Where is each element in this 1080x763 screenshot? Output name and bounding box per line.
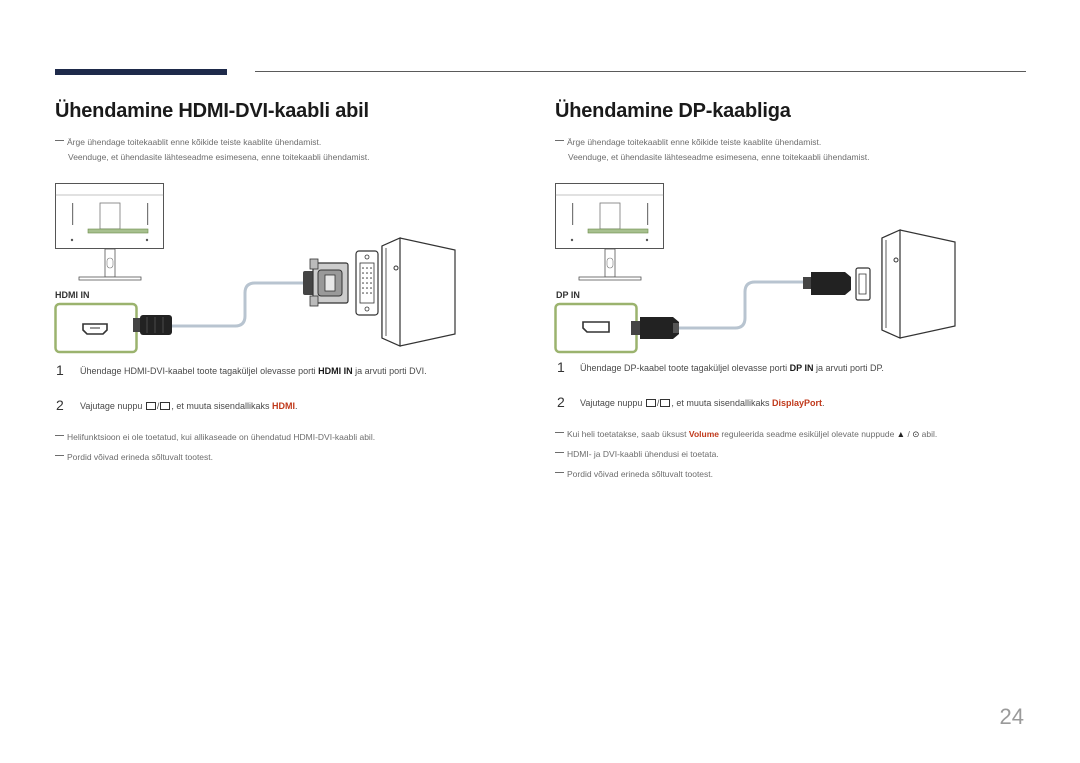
- section-title-dp: Ühendamine DP-kaabliga: [555, 100, 791, 122]
- step-2-text: Vajutage nuppu /, et muuta sisendallikak…: [80, 401, 298, 411]
- note-power-cable: Ärge ühendage toitekaablit enne kõikide …: [55, 135, 321, 150]
- footnote-ports-vary: Pordid võivad erineda sõltuvalt tootest.: [55, 450, 213, 465]
- monitor-back-illustration-right: [555, 183, 664, 281]
- header-rule: [255, 71, 1026, 72]
- up-arrow-icon: ▲: [896, 429, 906, 439]
- step-2-text-right: Vajutage nuppu /, et muuta sisendallikak…: [580, 398, 825, 408]
- note-power-cable-right: Ärge ühendage toitekaablit enne kõikide …: [555, 135, 821, 150]
- step-1-text: Ühendage HDMI-DVI-kaabel toote tagakülje…: [80, 366, 427, 376]
- step-number-1-right: 1: [557, 359, 565, 375]
- footnote-ports-vary-right: Pordid võivad erineda sõltuvalt tootest.: [555, 467, 713, 482]
- source-button-icon: [145, 402, 156, 410]
- hdmi-connection-diagram: [54, 237, 456, 354]
- note-source-first: Veenduge, et ühendasite lähteseadme esim…: [68, 152, 370, 162]
- header-accent-bar: [55, 69, 227, 75]
- step-number-2-right: 2: [557, 394, 565, 410]
- source-button-icon: [645, 399, 656, 407]
- step-1-text-right: Ühendage DP-kaabel toote tagaküljel olev…: [580, 363, 884, 373]
- step-number-1: 1: [56, 362, 64, 378]
- enter-button-icon: [660, 399, 671, 407]
- port-label-dp-in: DP IN: [556, 290, 580, 300]
- footnote-volume: Kui heli toetatakse, saab üksust Volume …: [555, 427, 937, 442]
- note-source-first-right: Veenduge, et ühendasite lähteseadme esim…: [568, 152, 870, 162]
- enter-button-icon: [160, 402, 171, 410]
- dp-connection-diagram: [554, 229, 956, 354]
- section-title-hdmi-dvi: Ühendamine HDMI-DVI-kaabli abil: [55, 100, 369, 122]
- page-number: 24: [999, 704, 1024, 729]
- port-label-hdmi-in: HDMI IN: [55, 290, 90, 300]
- footnote-audio-unsupported: Helifunktsioon ei ole toetatud, kui alli…: [55, 430, 375, 445]
- step-number-2: 2: [56, 397, 64, 413]
- jog-button-icon: ⊙: [912, 429, 920, 439]
- footnote-hdmi-dvi-unsupported: HDMI- ja DVI-kaabli ühendusi ei toetata.: [555, 447, 719, 462]
- monitor-back-illustration-left: [55, 183, 164, 281]
